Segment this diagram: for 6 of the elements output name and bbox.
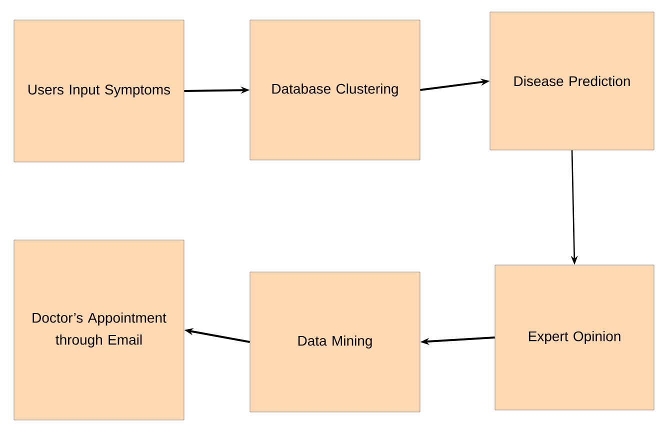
process-box: Data Mining — [250, 272, 420, 412]
process-box: Doctor’s Appointment through Email — [14, 240, 184, 420]
process-box: Users Input Symptoms — [14, 20, 184, 162]
process-box: Disease Prediction — [490, 12, 654, 150]
process-box: Database Clustering — [250, 20, 420, 160]
process-box: Expert Opinion — [494, 264, 654, 410]
